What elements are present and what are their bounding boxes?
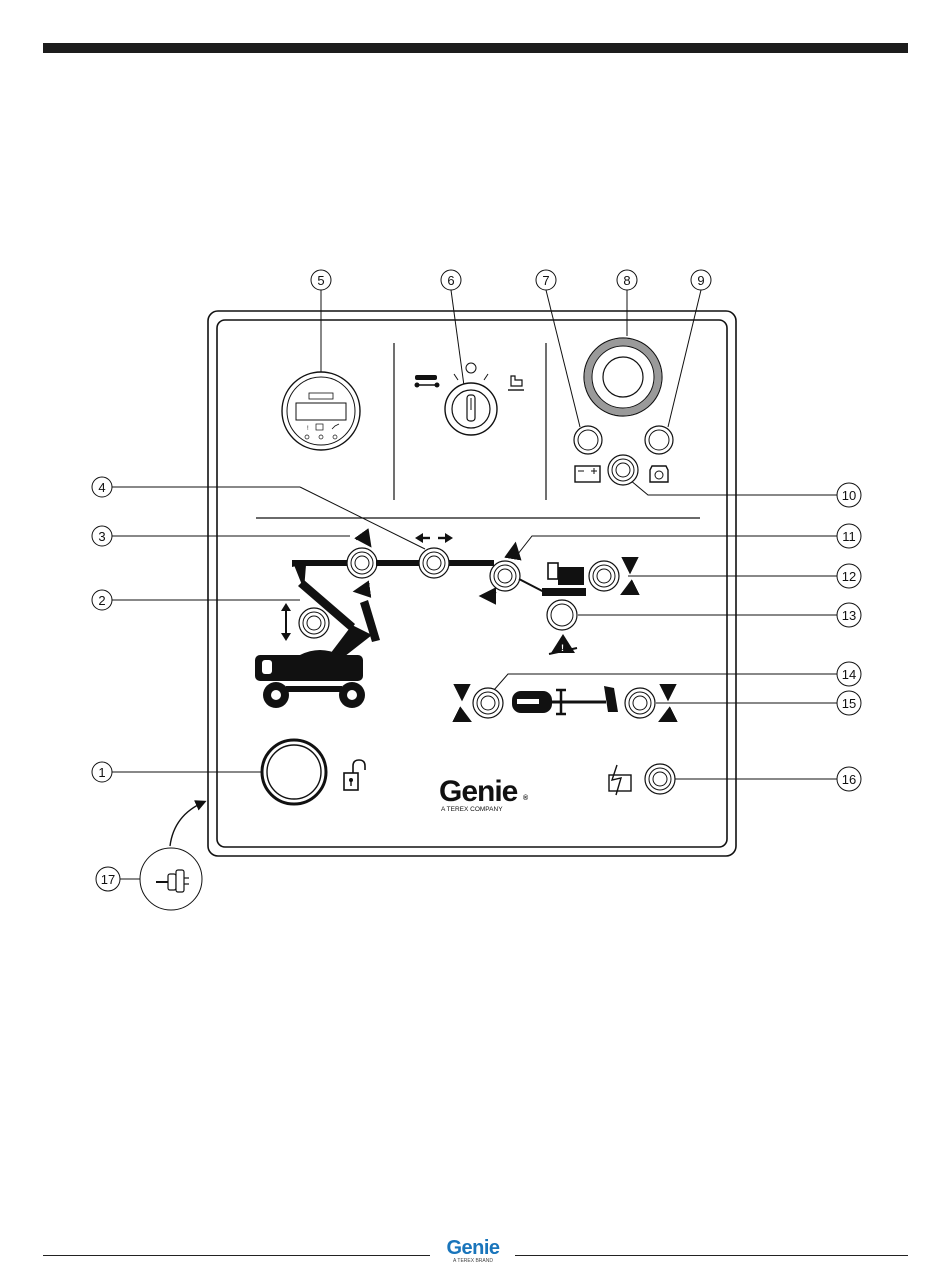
svg-text:14: 14 [842, 667, 856, 682]
engine-icon [650, 466, 668, 482]
callout-3: 3 [92, 526, 112, 546]
footer-rule-right [515, 1255, 908, 1256]
svg-text:7: 7 [542, 273, 549, 288]
callout-12: 12 [837, 564, 861, 588]
callout-8: 8 [617, 270, 637, 290]
svg-text:9: 9 [697, 273, 704, 288]
callout-15: 15 [837, 691, 861, 715]
svg-text:5: 5 [317, 273, 324, 288]
callout-9: 9 [691, 270, 711, 290]
svg-text:!: ! [561, 643, 564, 653]
platform-icon [542, 563, 586, 596]
svg-text:16: 16 [842, 772, 856, 787]
callout-1: 1 [92, 762, 112, 782]
svg-text:11: 11 [842, 529, 856, 544]
callout-5: 5 [311, 270, 331, 290]
emergency-stop-icon [584, 338, 662, 416]
callout-17: 17 [96, 867, 120, 891]
svg-text:15: 15 [842, 696, 856, 711]
toggle-location-arrow [170, 802, 204, 846]
svg-text:1: 1 [98, 765, 105, 780]
callout-16: 16 [837, 767, 861, 791]
callout-10: 10 [837, 483, 861, 507]
unlock-icon [344, 760, 365, 790]
svg-text:6: 6 [447, 273, 454, 288]
hour-meter-icon: ! [282, 372, 360, 450]
svg-text:A TEREX COMPANY: A TEREX COMPANY [441, 806, 503, 813]
callout-2: 2 [92, 590, 112, 610]
callout-11: 11 [837, 524, 861, 548]
control-button-10 [608, 455, 638, 485]
battery-charge-icon [609, 765, 631, 795]
toggle-switch-2 [281, 603, 329, 641]
callout-13: 13 [837, 603, 861, 627]
svg-text:Genie: Genie [439, 775, 518, 808]
toggle-switch-3 [347, 539, 377, 591]
battery-icon [575, 466, 600, 482]
svg-text:13: 13 [842, 608, 856, 623]
toggle-switch-14 [462, 687, 503, 720]
engine-indicator-light [645, 426, 673, 454]
large-push-button-1 [262, 740, 326, 804]
svg-text:8: 8 [623, 273, 630, 288]
toggle-switch-icon [140, 848, 202, 910]
steer-icon [512, 686, 618, 714]
tilt-alarm-button-13 [547, 600, 577, 630]
svg-text:®: ® [523, 794, 529, 802]
svg-text:12: 12 [842, 569, 856, 584]
battery-indicator-light [574, 426, 602, 454]
svg-text:17: 17 [101, 872, 115, 887]
tilt-alarm-icon: ! [549, 634, 577, 654]
toggle-switch-16 [645, 764, 675, 794]
callout-4: 4 [92, 477, 112, 497]
panel-logo: Genie ® A TEREX COMPANY [439, 775, 529, 813]
callout-14: 14 [837, 662, 861, 686]
toggle-switch-4 [415, 533, 453, 578]
footer-logo: Genie A TEREX BRAND [437, 1238, 509, 1264]
svg-text:10: 10 [842, 488, 856, 503]
toggle-switch-12 [589, 560, 630, 593]
svg-text:3: 3 [98, 529, 105, 544]
callout-7: 7 [536, 270, 556, 290]
footer-brand: Genie [437, 1238, 509, 1258]
callout-6: 6 [441, 270, 461, 290]
key-switch-icon [415, 363, 525, 435]
footer-rule-left [43, 1255, 430, 1256]
toggle-switch-11 [483, 546, 548, 596]
svg-text:4: 4 [98, 480, 105, 495]
svg-text:2: 2 [98, 593, 105, 608]
